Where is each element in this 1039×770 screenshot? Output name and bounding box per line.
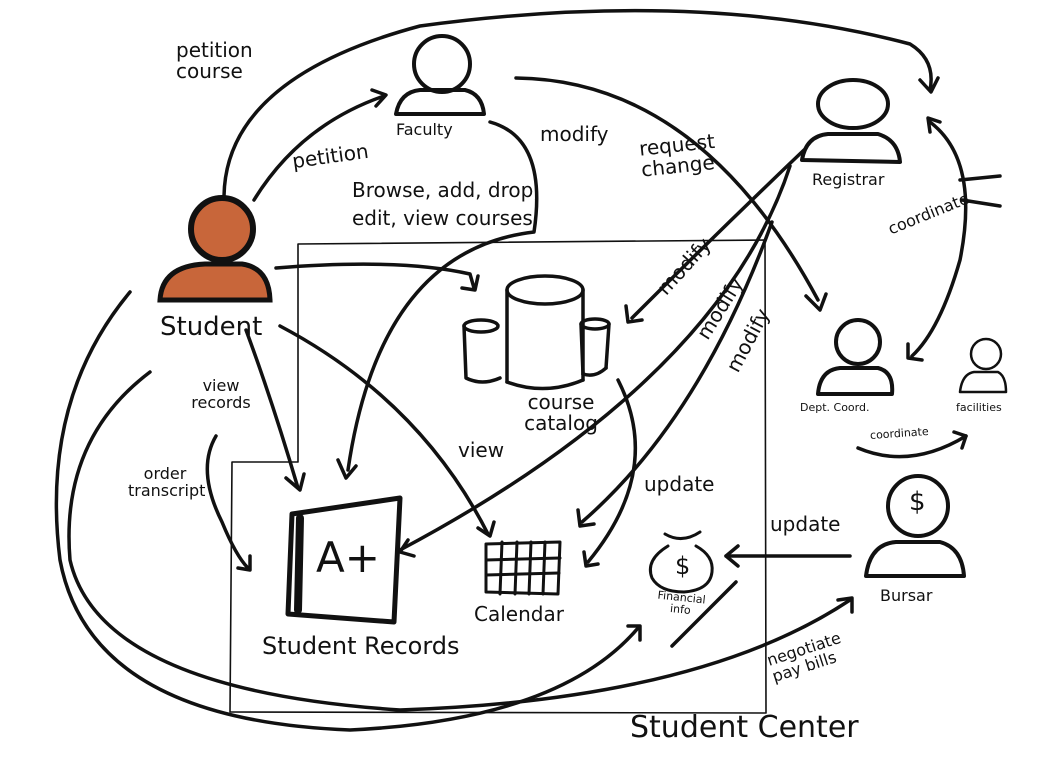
faculty-actor xyxy=(396,36,484,114)
bursar-dollar-sign: $ xyxy=(909,489,926,516)
student-actor xyxy=(160,198,270,300)
calendar-label: Calendar xyxy=(474,604,564,625)
student-label: Student xyxy=(160,314,262,341)
update-calendar-label: update xyxy=(644,474,714,495)
browse-courses-label: Browse, add, drop, edit, view courses xyxy=(352,176,542,232)
course-catalog-icon xyxy=(464,276,609,389)
view-records-label: view records xyxy=(186,378,256,412)
update-financial-label: update xyxy=(770,514,840,535)
order-transcript-label: order transcript xyxy=(128,466,202,500)
view-calendar-label: view xyxy=(458,440,504,461)
registrar-actor xyxy=(802,80,900,162)
petition-course-label: petition course xyxy=(176,40,260,82)
course-catalog-label: course catalog xyxy=(516,392,606,434)
student-center-label: Student Center xyxy=(630,712,859,744)
facilities-actor xyxy=(960,339,1006,392)
student-records-label: Student Records xyxy=(262,634,460,659)
calendar-icon xyxy=(486,542,560,594)
grade-mark: A+ xyxy=(316,536,380,580)
faculty-label: Faculty xyxy=(396,122,453,139)
bursar-label: Bursar xyxy=(880,588,932,605)
registrar-label: Registrar xyxy=(812,172,884,189)
modify-faculty-label: modify xyxy=(540,124,609,145)
facilities-label: facilities xyxy=(956,402,1002,414)
financial-dollar-sign: $ xyxy=(675,554,690,579)
dept-coord-label: Dept. Coord. xyxy=(800,402,869,414)
dept-coord-actor xyxy=(818,320,892,394)
